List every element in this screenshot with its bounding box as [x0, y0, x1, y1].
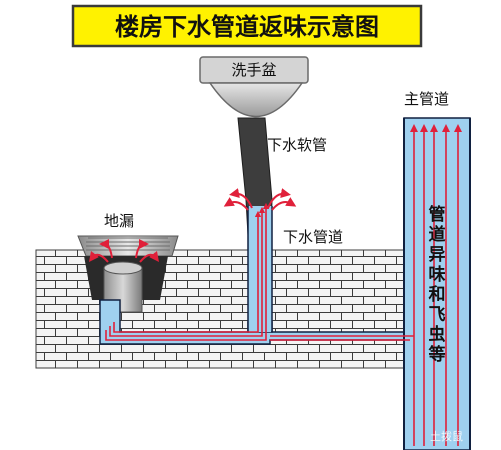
watermark-text: 土拨鼠	[430, 429, 463, 443]
main-pipe-note-char: 等	[429, 344, 446, 365]
main-pipe-label: 主管道	[404, 90, 449, 108]
main-pipe-note-char: 道	[429, 224, 446, 245]
main-pipe-note-char: 飞	[429, 305, 446, 325]
floor-drain-label: 地漏	[104, 212, 134, 230]
page-title: 楼房下水管道返味示意图	[115, 13, 379, 41]
main-pipe-note-char: 虫	[429, 324, 446, 345]
main-pipe-note: 管 道 异 味 和 飞 虫 等	[429, 204, 446, 365]
title-banner: 楼房下水管道返味示意图	[71, 4, 423, 48]
floor-drain-arrows	[88, 239, 160, 263]
pipe-outlet-arrows	[223, 188, 297, 211]
odor-flow-lines	[105, 124, 462, 446]
pipe-network	[99, 117, 471, 450]
main-pipe-note-char: 味	[429, 264, 446, 285]
sink-label: 洗手盆	[231, 61, 276, 79]
brick-floor	[35, 249, 409, 369]
main-pipe-note-char: 异	[429, 245, 446, 265]
main-pipe-note-char: 和	[429, 285, 446, 305]
sink: 洗手盆	[199, 56, 309, 118]
soft-hose-label: 下水软管	[267, 136, 327, 154]
drain-pipe-label: 下水管道	[283, 228, 343, 246]
main-pipe-note-char: 管	[429, 204, 446, 225]
